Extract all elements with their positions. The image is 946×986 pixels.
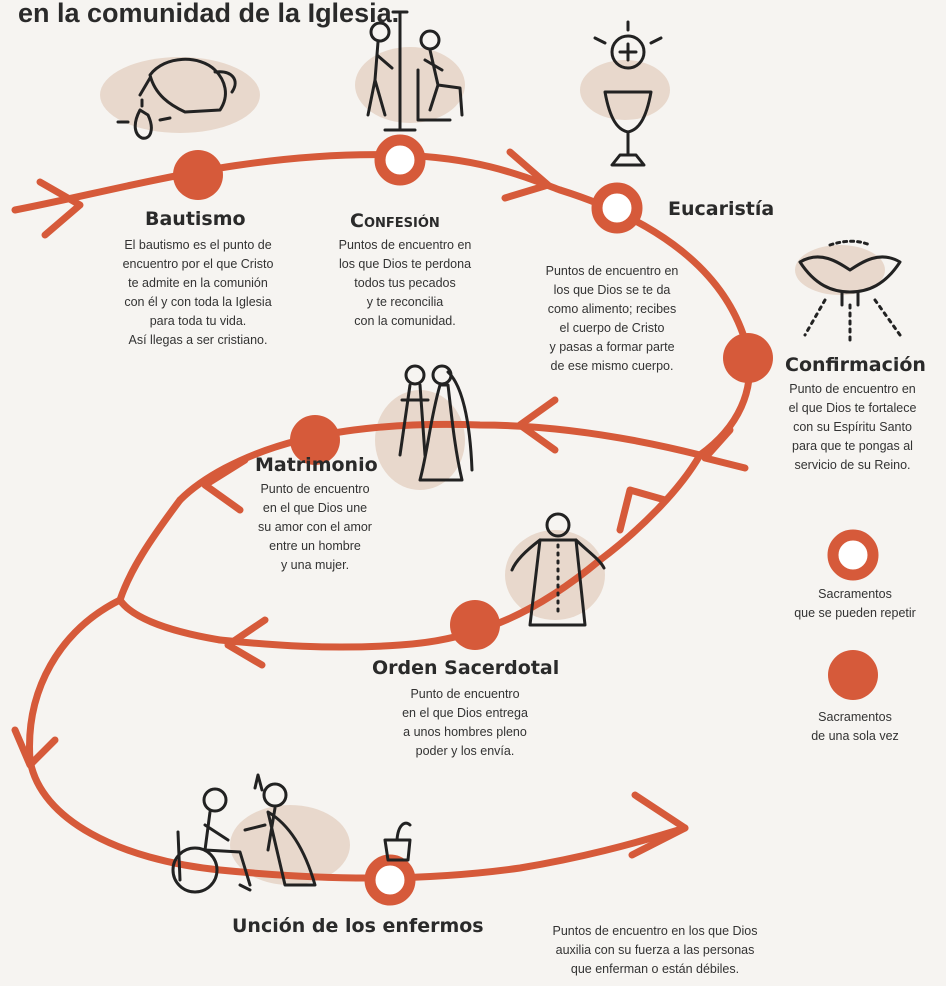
arrowheads (11, 148, 749, 859)
bautismo-title: Bautismo (145, 208, 246, 230)
marriage-couple-icon (398, 364, 474, 482)
eucharist-chalice-icon (593, 20, 663, 167)
marker-uncion (364, 854, 416, 906)
baptism-pitcher-icon (116, 57, 237, 140)
marker-confesion (374, 134, 426, 186)
marker-orden (450, 600, 500, 650)
page-title: en la comunidad de la Iglesia. (18, 0, 400, 28)
eucaristia-title: Eucaristía (668, 198, 775, 220)
confesion-title: Confesión (350, 210, 440, 232)
marker-confirmacion (723, 333, 773, 383)
uncion-title: Unción de los enfermos (232, 915, 484, 937)
confirmation-dove-icon (798, 239, 902, 342)
markers (173, 134, 773, 906)
matrimonio-title: Matrimonio (255, 454, 378, 476)
legend-repeatable-marker (827, 529, 879, 581)
legend-once-marker (828, 650, 878, 700)
marker-eucaristia (591, 182, 643, 234)
priest-ordination-icon (510, 512, 606, 627)
confirmacion-title: Confirmación (785, 354, 926, 376)
confession-scene-icon (366, 10, 464, 132)
orden-title: Orden Sacerdotal (372, 657, 560, 679)
marker-matrimonio (290, 415, 340, 465)
winding-path (11, 151, 564, 214)
anointing-scene-icon (171, 773, 412, 894)
marker-bautismo (173, 150, 223, 200)
